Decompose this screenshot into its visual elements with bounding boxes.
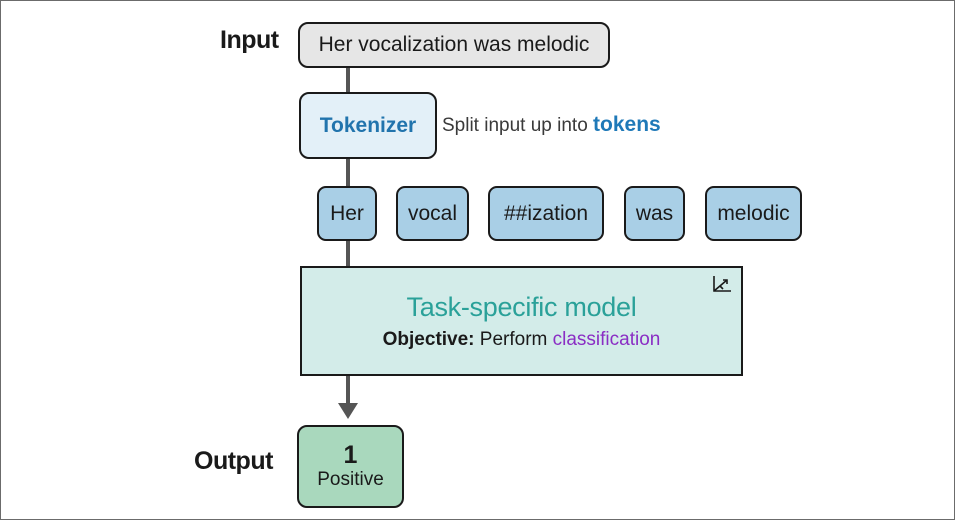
objective-text: Perform [474,328,553,350]
output-label: Output [194,447,273,475]
output-class-label: Positive [317,469,384,491]
output-box: 1 Positive [297,425,404,508]
model-objective: Objective: Perform classification [383,329,661,351]
tokenizer-description-text: Split input up into [442,115,594,136]
token-text: Her [330,201,364,225]
token-box: Her [317,186,377,241]
tokenizer-description: Split input up into tokens [442,113,661,137]
tokenizer-label: Tokenizer [319,113,417,137]
input-text-box: Her vocalization was melodic [298,22,610,68]
output-value: 1 [343,440,358,469]
token-text: melodic [717,201,790,225]
token-box: was [624,186,685,241]
token-text: was [635,201,674,225]
arrow-head [338,403,358,419]
token-box: melodic [705,186,802,241]
model-title: Task-specific model [406,291,637,322]
input-text: Her vocalization was melodic [318,33,590,56]
task-specific-model-box: Task-specific model Objective: Perform c… [300,266,743,376]
token-text: ##ization [503,201,589,225]
objective-highlight: classification [552,328,661,350]
objective-label: Objective: [382,328,475,350]
chart-axes-icon [713,276,731,292]
input-label: Input [220,26,279,54]
token-box: ##ization [488,186,604,241]
tokenizer-description-highlight: tokens [593,113,661,136]
token-text: vocal [407,201,458,225]
token-box: vocal [396,186,469,241]
tokenizer-box: Tokenizer [299,92,437,159]
